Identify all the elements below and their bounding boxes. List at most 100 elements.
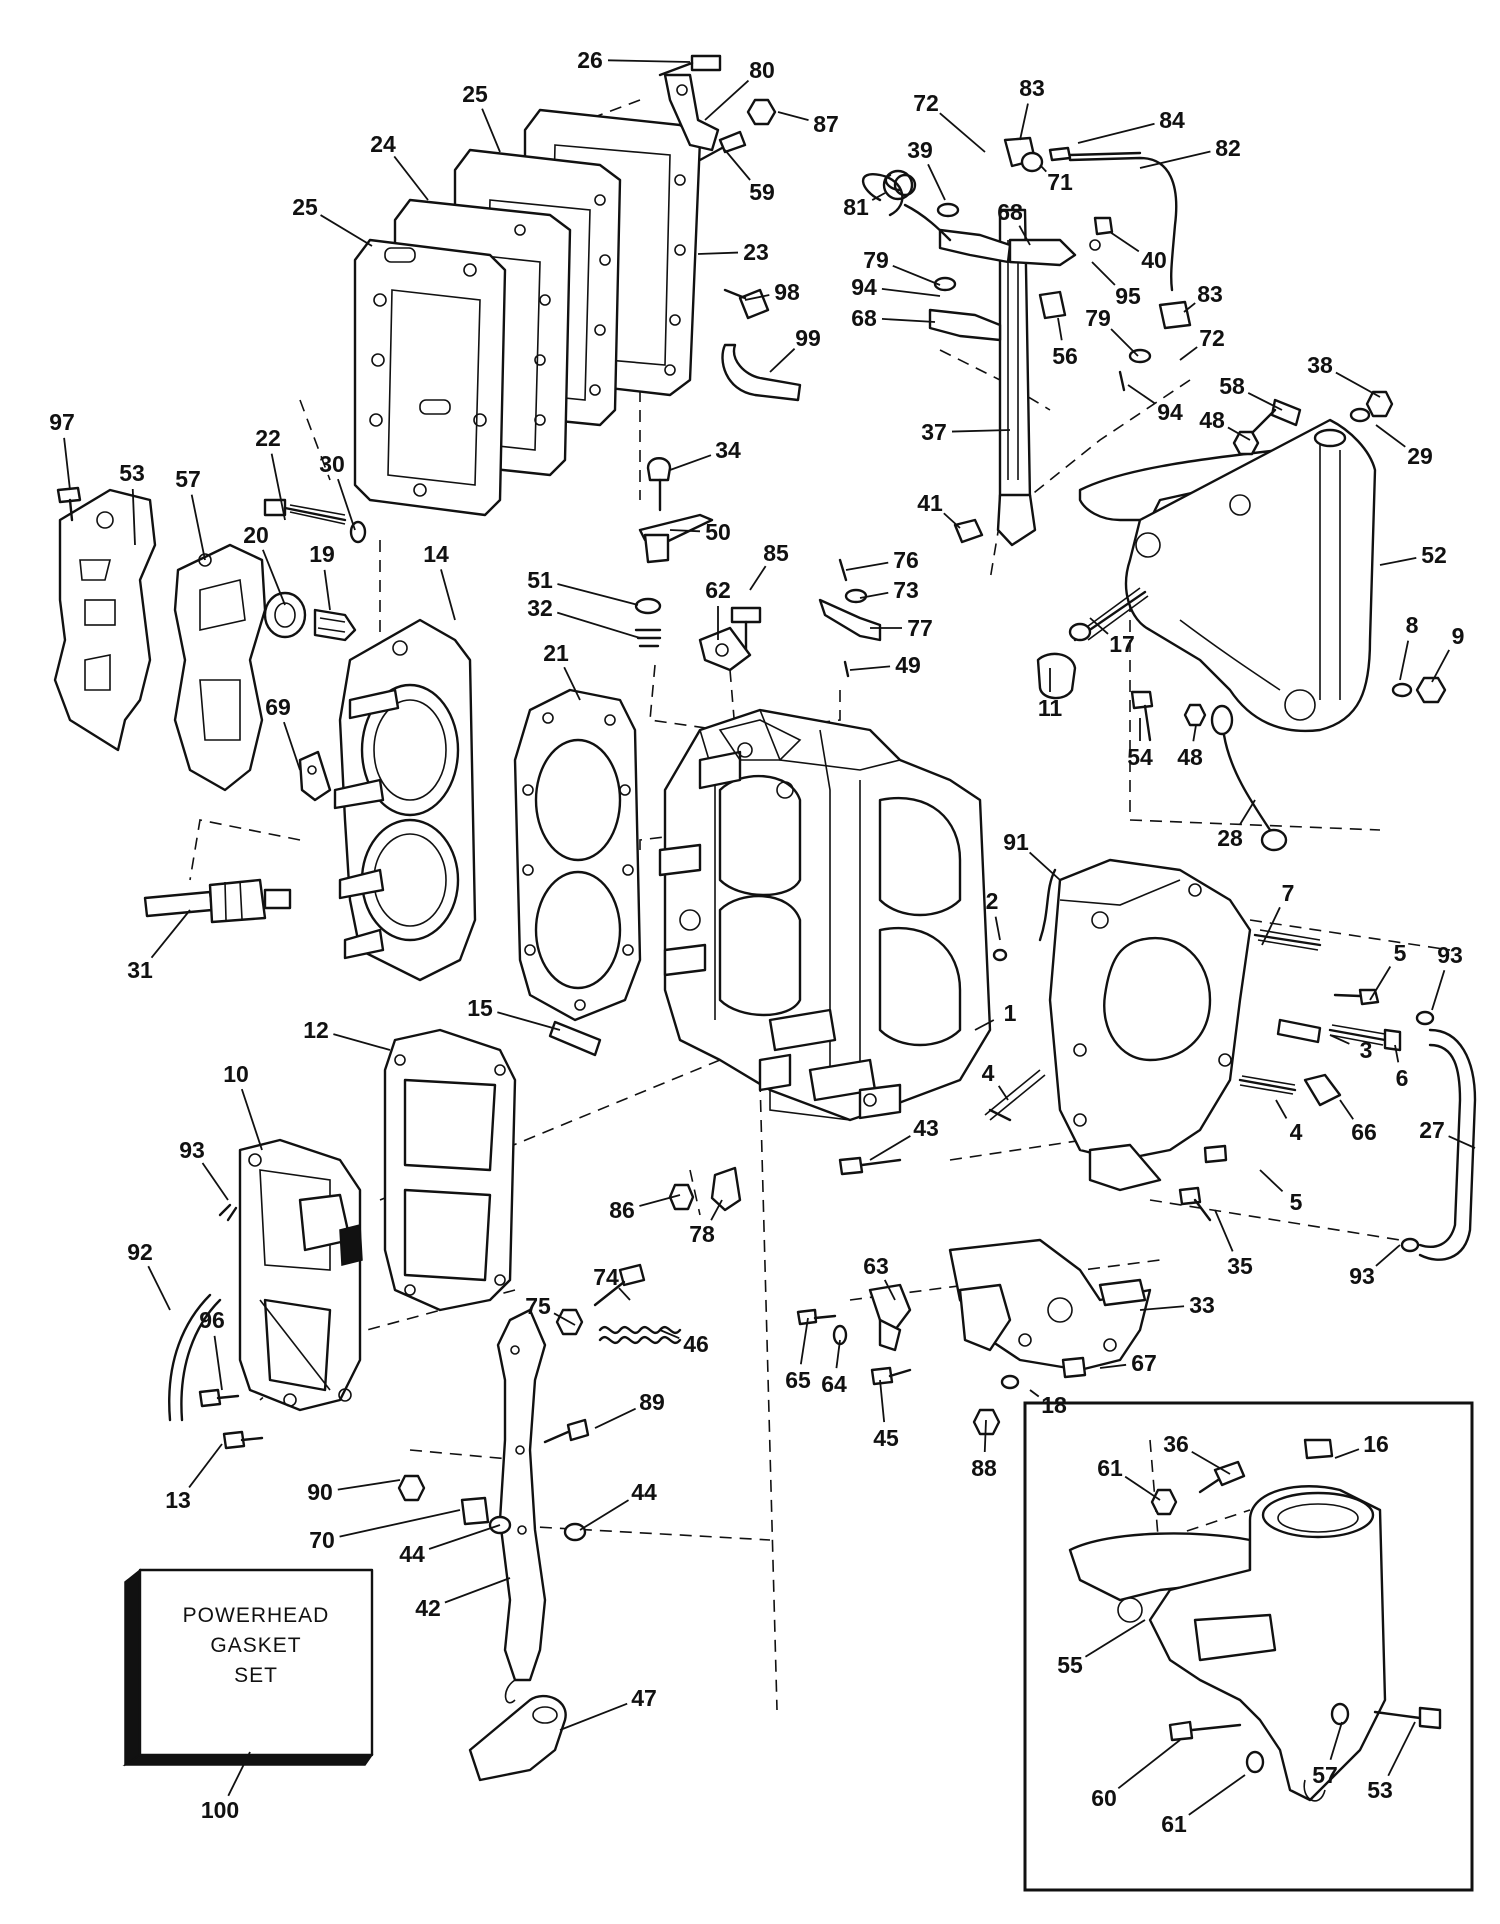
callout-c5b: 5 xyxy=(1259,1169,1303,1215)
callout-label: 93 xyxy=(179,1137,205,1163)
callout-label: 97 xyxy=(49,409,75,435)
callout-c94a: 94 xyxy=(851,274,941,300)
leader-line xyxy=(1431,969,1446,1011)
callout-c33: 33 xyxy=(1139,1292,1215,1318)
parts-67-18-88 xyxy=(972,1356,1087,1436)
leader-line xyxy=(553,1312,576,1326)
callout-c38: 38 xyxy=(1307,352,1381,398)
callout-c90: 90 xyxy=(307,1479,401,1505)
leader-line xyxy=(710,1199,723,1221)
callout-label: 96 xyxy=(199,1307,225,1333)
exhaust-cover-gasket-stack xyxy=(353,108,702,517)
callout-label: 72 xyxy=(913,90,939,116)
callout-c46: 46 xyxy=(659,1329,709,1357)
callout-label: 86 xyxy=(609,1197,635,1223)
callout-c63: 63 xyxy=(863,1253,896,1301)
callout-c10: 10 xyxy=(223,1061,263,1151)
fitting-and-hose xyxy=(721,288,802,402)
callout-c12: 12 xyxy=(303,1017,391,1051)
callout-c28: 28 xyxy=(1217,799,1256,851)
callout-c67: 67 xyxy=(1099,1350,1157,1376)
callout-label: 67 xyxy=(1131,1350,1157,1376)
callout-label: 99 xyxy=(795,325,821,351)
callout-label: 36 xyxy=(1163,1431,1189,1457)
callout-c31: 31 xyxy=(127,909,191,983)
callout-label: 1 xyxy=(1004,1000,1017,1026)
leader-line xyxy=(323,569,331,611)
callout-c61a: 61 xyxy=(1097,1455,1161,1501)
leader-line xyxy=(1399,640,1410,681)
leader-line xyxy=(1369,966,1392,1001)
leader-line xyxy=(1077,122,1155,144)
callout-c66: 66 xyxy=(1339,1099,1377,1145)
leader-line xyxy=(1139,150,1211,169)
lower-bolts xyxy=(838,1144,1228,1222)
gasket-set-line-2: GASKET xyxy=(210,1634,301,1657)
callout-c80: 80 xyxy=(704,57,775,121)
callout-c7: 7 xyxy=(1261,880,1294,946)
callout-c37: 37 xyxy=(921,419,1011,445)
callout-label: 89 xyxy=(639,1389,665,1415)
callout-label: 44 xyxy=(399,1541,425,1567)
callout-label: 23 xyxy=(743,239,769,265)
leader-line xyxy=(270,453,286,521)
callout-c4a: 4 xyxy=(982,1060,1009,1101)
leader-line xyxy=(557,583,639,606)
callout-c45: 45 xyxy=(873,1379,899,1451)
callout-label: 51 xyxy=(527,567,553,593)
leader-line xyxy=(227,1751,251,1797)
leader-line xyxy=(1375,424,1406,448)
hose-92 xyxy=(168,1203,238,1422)
callout-label: 55 xyxy=(1057,1652,1083,1678)
callout-label: 92 xyxy=(127,1239,153,1265)
leader-line xyxy=(869,1135,911,1161)
cylinder-head-14 xyxy=(333,618,477,982)
leader-line xyxy=(1191,1450,1231,1475)
bracket-63-parts xyxy=(796,1283,912,1386)
callout-c93a: 93 xyxy=(1431,942,1463,1011)
callout-c47: 47 xyxy=(559,1685,657,1731)
callout-c22: 22 xyxy=(255,425,286,521)
callout-c83a: 83 xyxy=(1019,75,1045,141)
callout-c41: 41 xyxy=(917,490,961,529)
leader-line xyxy=(1110,328,1139,357)
callout-label: 12 xyxy=(303,1017,329,1043)
leader-line xyxy=(749,565,767,591)
bracket-fasteners xyxy=(1232,390,1394,456)
leader-line xyxy=(1259,1169,1284,1193)
seal-20-plug-19 xyxy=(263,591,357,642)
cylinder-block-1 xyxy=(658,708,992,1122)
leader-line xyxy=(659,1329,680,1340)
callout-c65: 65 xyxy=(785,1317,811,1393)
callout-c53a: 53 xyxy=(119,460,145,546)
callout-c18: 18 xyxy=(1029,1389,1067,1418)
leader-line xyxy=(871,192,886,201)
callout-label: 24 xyxy=(370,131,396,157)
gasket-set-line-3: SET xyxy=(234,1664,278,1687)
leader-line xyxy=(333,1033,391,1051)
callout-label: 15 xyxy=(467,995,493,1021)
leader-line xyxy=(1109,231,1140,253)
callout-c35: 35 xyxy=(1214,1209,1253,1279)
callout-c68a: 68 xyxy=(997,199,1031,246)
callout-c19: 19 xyxy=(309,541,335,611)
callout-c71: 71 xyxy=(1039,164,1073,195)
leader-line xyxy=(845,561,889,571)
callout-c100: 100 xyxy=(201,1751,251,1823)
callout-c27: 27 xyxy=(1419,1117,1476,1149)
callout-label: 57 xyxy=(175,466,201,492)
callout-c21: 21 xyxy=(543,640,581,701)
callout-label: 68 xyxy=(997,199,1023,225)
callout-label: 65 xyxy=(785,1367,811,1393)
leader-line xyxy=(337,478,356,531)
callout-c98: 98 xyxy=(744,279,800,305)
crankcase-half xyxy=(1048,858,1252,1192)
leader-line xyxy=(1188,1774,1246,1816)
callout-label: 44 xyxy=(631,1479,657,1505)
leader-line xyxy=(1099,1363,1127,1369)
leader-line xyxy=(859,591,889,599)
callout-c96: 96 xyxy=(199,1307,225,1391)
leader-line xyxy=(283,721,301,771)
